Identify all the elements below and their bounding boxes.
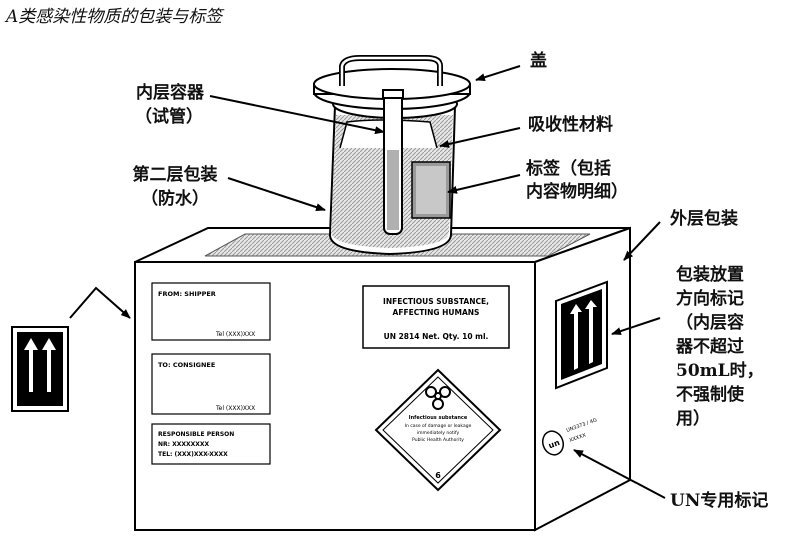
arrow-inner bbox=[209, 95, 385, 135]
resp-line3: TEL: (XXX)XXX-XXXX bbox=[158, 451, 228, 458]
label-orientation-2: 方向标记 bbox=[676, 289, 744, 309]
un-side-line2: XXXXX bbox=[569, 432, 588, 444]
bio-class-number: 6 bbox=[435, 471, 441, 480]
box-side bbox=[534, 226, 631, 532]
infectious-line1: INFECTIOUS SUBSTANCE, bbox=[383, 297, 489, 306]
to-text: TO: CONSIGNEE bbox=[158, 361, 215, 369]
label-content-2: 内容物明细） bbox=[526, 182, 628, 202]
resp-line2: NR: XXXXXXXX bbox=[158, 441, 210, 448]
label-orientation-7: 用） bbox=[676, 409, 710, 429]
label-absorbent: 吸收性材料 bbox=[528, 115, 613, 135]
label-orientation-6: 不强制使 bbox=[676, 385, 744, 405]
to-tel-text: Tel (XXX)XXX bbox=[215, 405, 255, 412]
from-address-box: FROM: SHIPPER Tel (XXX)XXX bbox=[151, 282, 271, 341]
label-inner-container-1: 内层容器 bbox=[136, 83, 204, 103]
to-address-box: TO: CONSIGNEE Tel (XXX)XXX bbox=[151, 353, 271, 415]
un-quantity-line: UN 2814 Net. Qty. 10 ml. bbox=[384, 332, 489, 341]
label-orientation-3: （内层容 bbox=[676, 313, 744, 333]
label-secondary-2: （防水） bbox=[141, 189, 209, 209]
responsible-person-box: RESPONSIBLE PERSON NR: XXXXXXXX TEL: (XX… bbox=[151, 423, 271, 465]
arrow-secondary bbox=[227, 177, 326, 211]
arrow-outer bbox=[623, 221, 661, 261]
arrow-un bbox=[573, 449, 666, 499]
label-secondary-1: 第二层包装 bbox=[132, 165, 218, 185]
arrow-absorbent bbox=[439, 127, 521, 148]
from-tel-text: Tel (XXX)XXX bbox=[215, 331, 255, 338]
up-arrows-icon-left bbox=[24, 338, 56, 392]
orientation-label-left bbox=[11, 326, 69, 412]
infectious-line2: AFFECTING HUMANS bbox=[393, 308, 480, 317]
bio-line2: In case of damage or leakage bbox=[405, 423, 472, 429]
svg-text:un: un bbox=[547, 438, 561, 450]
label-orientation-5: 50mL时， bbox=[676, 361, 764, 381]
arrow-orientation bbox=[611, 317, 661, 335]
biohazard-label: Infectious substance In case of damage o… bbox=[374, 368, 502, 492]
infectious-substance-label: INFECTIOUS SUBSTANCE, AFFECTING HUMANS U… bbox=[362, 285, 510, 349]
label-outer: 外层包装 bbox=[670, 209, 738, 229]
arrow-content-label bbox=[447, 174, 521, 194]
bio-line1: Infectious substance bbox=[409, 415, 468, 421]
arrow-lid bbox=[475, 65, 521, 82]
arrow-left-label bbox=[69, 286, 131, 319]
label-content-1: 标签（包括 bbox=[526, 159, 611, 179]
up-arrows-icon bbox=[570, 300, 597, 370]
label-orientation-1: 包装放置 bbox=[676, 265, 744, 285]
test-tube bbox=[382, 89, 404, 235]
resp-line1: RESPONSIBLE PERSON bbox=[158, 431, 234, 438]
bio-line4: Public Health Authority bbox=[412, 437, 464, 443]
label-un-mark: UN专用标记 bbox=[670, 491, 769, 511]
label-lid: 盖 bbox=[530, 51, 547, 71]
biohazard-icon bbox=[425, 386, 451, 410]
leader-arrows bbox=[69, 65, 666, 499]
label-inner-container-2: （试管） bbox=[135, 107, 203, 127]
label-orientation-4: 器不超过 bbox=[676, 337, 744, 357]
figure-title: A类感染性物质的包装与标签 bbox=[6, 7, 223, 27]
bio-line3: immediately notify bbox=[417, 430, 460, 436]
side-orientation-label bbox=[555, 280, 608, 390]
from-text: FROM: SHIPPER bbox=[158, 290, 216, 298]
